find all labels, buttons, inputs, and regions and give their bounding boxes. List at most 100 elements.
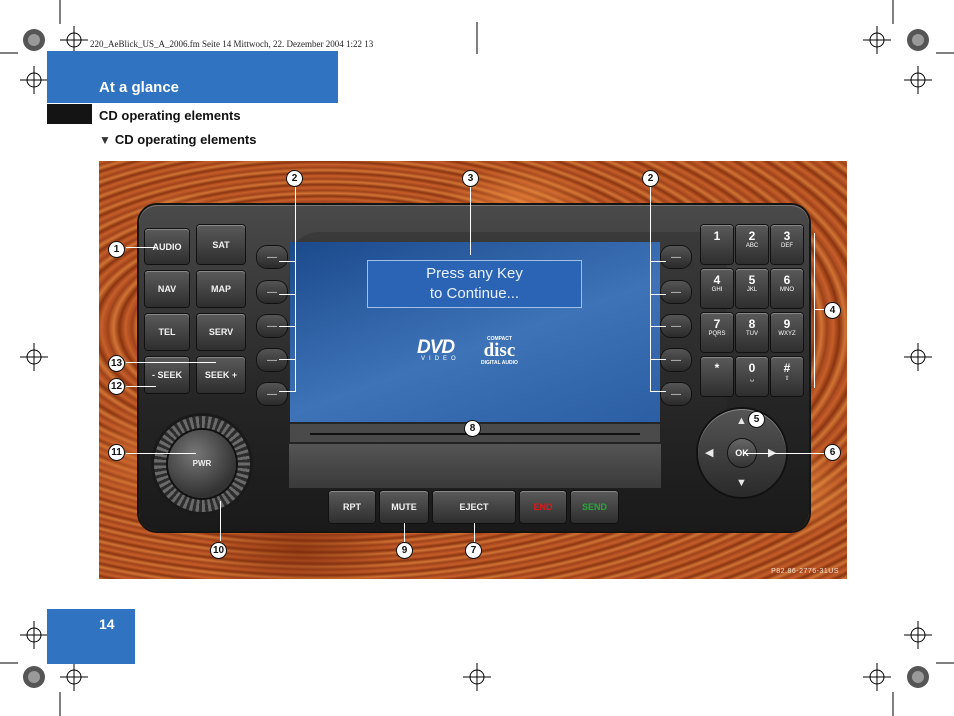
audio-button[interactable]: AUDIO [145, 229, 189, 264]
softkey-left-5[interactable]: — [257, 383, 287, 405]
power-volume-knob[interactable]: PWR [154, 416, 250, 512]
page-number: 14 [99, 616, 115, 632]
screen-message-line2: to Continue... [429, 285, 520, 302]
callout-line-12 [126, 386, 156, 387]
page-number-tab: 14 [47, 609, 135, 664]
section-tab: At a glance [47, 51, 338, 103]
print-header: 220_AeBlick_US_A_2006.fm Seite 14 Mittwo… [90, 39, 374, 49]
page-heading: CD operating elements [99, 108, 241, 123]
color-wheel-tl [23, 29, 45, 51]
compact-disc-logo: COMPACT disc DIGITAL AUDIO [481, 336, 518, 366]
keypad-star[interactable]: * [701, 357, 733, 396]
keypad-0[interactable]: 0␣ [736, 357, 768, 396]
image-code: P82.86-2776-31US [771, 568, 839, 575]
callout-2-left: 2 [286, 170, 303, 187]
softkey-left-1[interactable]: — [257, 246, 287, 268]
color-wheel-br [907, 666, 929, 688]
page-subheading: ▼CD operating elements [99, 132, 256, 147]
rpt-button[interactable]: RPT [329, 491, 375, 523]
crosshair-mark-r3 [904, 621, 932, 649]
screen-message: Press any Key to Continue... [367, 260, 582, 308]
softkey-left-3[interactable]: — [257, 315, 287, 337]
end-button[interactable]: END [520, 491, 566, 523]
callout-5: 5 [748, 411, 765, 428]
tel-button[interactable]: TEL [145, 314, 189, 350]
softkey-right-3[interactable]: — [661, 315, 691, 337]
callout-line-2r [650, 187, 651, 392]
callout-line-7 [474, 523, 475, 543]
mute-button[interactable]: MUTE [380, 491, 428, 523]
callout-line-3 [470, 187, 471, 255]
callout-2-right: 2 [642, 170, 659, 187]
crosshair-mark-tl [60, 26, 88, 54]
callout-11: 11 [108, 444, 125, 461]
lower-faceplate [289, 444, 661, 488]
seek-up-button[interactable]: SEEK + [197, 357, 245, 393]
callout-line-1 [126, 247, 156, 248]
crosshair-mark-l2 [20, 343, 48, 371]
cd-unit-figure: Press any Key to Continue... DVD VIDEO C… [99, 161, 847, 579]
softkey-right-4[interactable]: — [661, 349, 691, 371]
callout-12: 12 [108, 378, 125, 395]
callout-10: 10 [210, 542, 227, 559]
crosshair-mark-bl [60, 663, 88, 691]
triangle-marker-icon: ▼ [99, 133, 111, 147]
section-marker [47, 104, 92, 124]
crosshair-mark-l1 [20, 66, 48, 94]
color-wheel-tr [907, 29, 929, 51]
callout-line-10 [220, 501, 221, 541]
callout-line-9 [404, 523, 405, 543]
eject-button[interactable]: EJECT [433, 491, 515, 523]
callout-6: 6 [824, 444, 841, 461]
map-button[interactable]: MAP [197, 271, 245, 307]
callout-4: 4 [824, 302, 841, 319]
screen-message-line1: Press any Key [426, 265, 523, 282]
callout-7: 7 [465, 542, 482, 559]
callout-line-6 [744, 453, 824, 454]
softkey-left-2[interactable]: — [257, 281, 287, 303]
crosshair-mark-br [863, 663, 891, 691]
crosshair-mark-r1 [904, 66, 932, 94]
crosshair-mark-tr [863, 26, 891, 54]
callout-line-13 [126, 362, 216, 363]
section-tab-label: At a glance [99, 79, 180, 96]
arrow-up-icon[interactable]: ▲ [736, 415, 747, 427]
keypad-hash[interactable]: #⇧ [771, 357, 803, 396]
callout-1: 1 [108, 241, 125, 258]
callout-13: 13 [108, 355, 125, 372]
seek-down-button[interactable]: - SEEK [145, 357, 189, 393]
nav-button[interactable]: NAV [145, 271, 189, 307]
color-wheel-bl [23, 666, 45, 688]
callout-8: 8 [464, 420, 481, 437]
callout-line-2l [295, 187, 296, 392]
serv-button[interactable]: SERV [197, 314, 245, 350]
softkey-right-5[interactable]: — [661, 383, 691, 405]
softkey-right-2[interactable]: — [661, 281, 691, 303]
arrow-left-icon[interactable]: ◀ [705, 447, 714, 459]
dvd-logo: DVD [417, 337, 455, 358]
subheading-text: CD operating elements [114, 132, 257, 147]
callout-line-11 [126, 453, 196, 454]
crosshair-mark-bm [463, 663, 491, 691]
crosshair-mark-l3 [20, 621, 48, 649]
softkey-right-1[interactable]: — [661, 246, 691, 268]
dvd-video-label: VIDEO [421, 356, 460, 362]
softkey-left-4[interactable]: — [257, 349, 287, 371]
callout-line-4 [814, 233, 815, 388]
sat-button[interactable]: SAT [197, 225, 245, 264]
callout-3: 3 [462, 170, 479, 187]
send-button[interactable]: SEND [571, 491, 618, 523]
crosshair-mark-r2 [904, 343, 932, 371]
arrow-down-icon[interactable]: ▼ [736, 477, 747, 489]
callout-9: 9 [396, 542, 413, 559]
keypad-1[interactable]: 1 [701, 225, 733, 264]
